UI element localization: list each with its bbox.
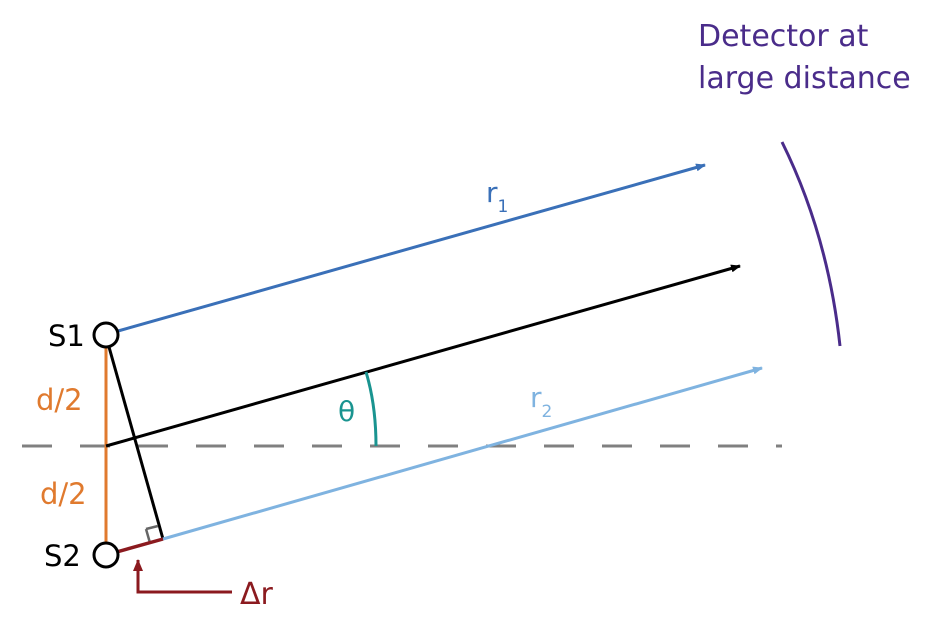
- r1-label: r1: [486, 176, 508, 217]
- r1-ray: [117, 163, 706, 333]
- right-angle-marker: [144, 524, 159, 544]
- detector-arc: [780, 141, 842, 347]
- half-d-bottom-label: d/2: [40, 477, 87, 511]
- r2-letter: r: [530, 381, 542, 414]
- theta-label: θ: [338, 395, 355, 428]
- s1-label: S1: [48, 319, 85, 353]
- half-d-top-label: d/2: [36, 383, 83, 417]
- delta-r-label: Δr: [240, 577, 274, 612]
- theta-arc: [364, 371, 378, 447]
- path-difference-pointer: [133, 559, 232, 594]
- central-direction-arrow: [105, 264, 741, 448]
- r1-letter: r: [486, 176, 498, 209]
- detector-label-line1: Detector at: [698, 19, 869, 54]
- s2-label: S2: [44, 539, 81, 573]
- perpendicular-line: [107, 346, 165, 540]
- detector-label-line2: large distance: [698, 61, 911, 96]
- r1-subscript: 1: [498, 197, 509, 217]
- r2-ray: [162, 366, 763, 541]
- r2-subscript: 2: [542, 402, 553, 422]
- slit-s2: [92, 541, 120, 569]
- r2-label: r2: [530, 381, 552, 422]
- slit-s1: [92, 321, 120, 349]
